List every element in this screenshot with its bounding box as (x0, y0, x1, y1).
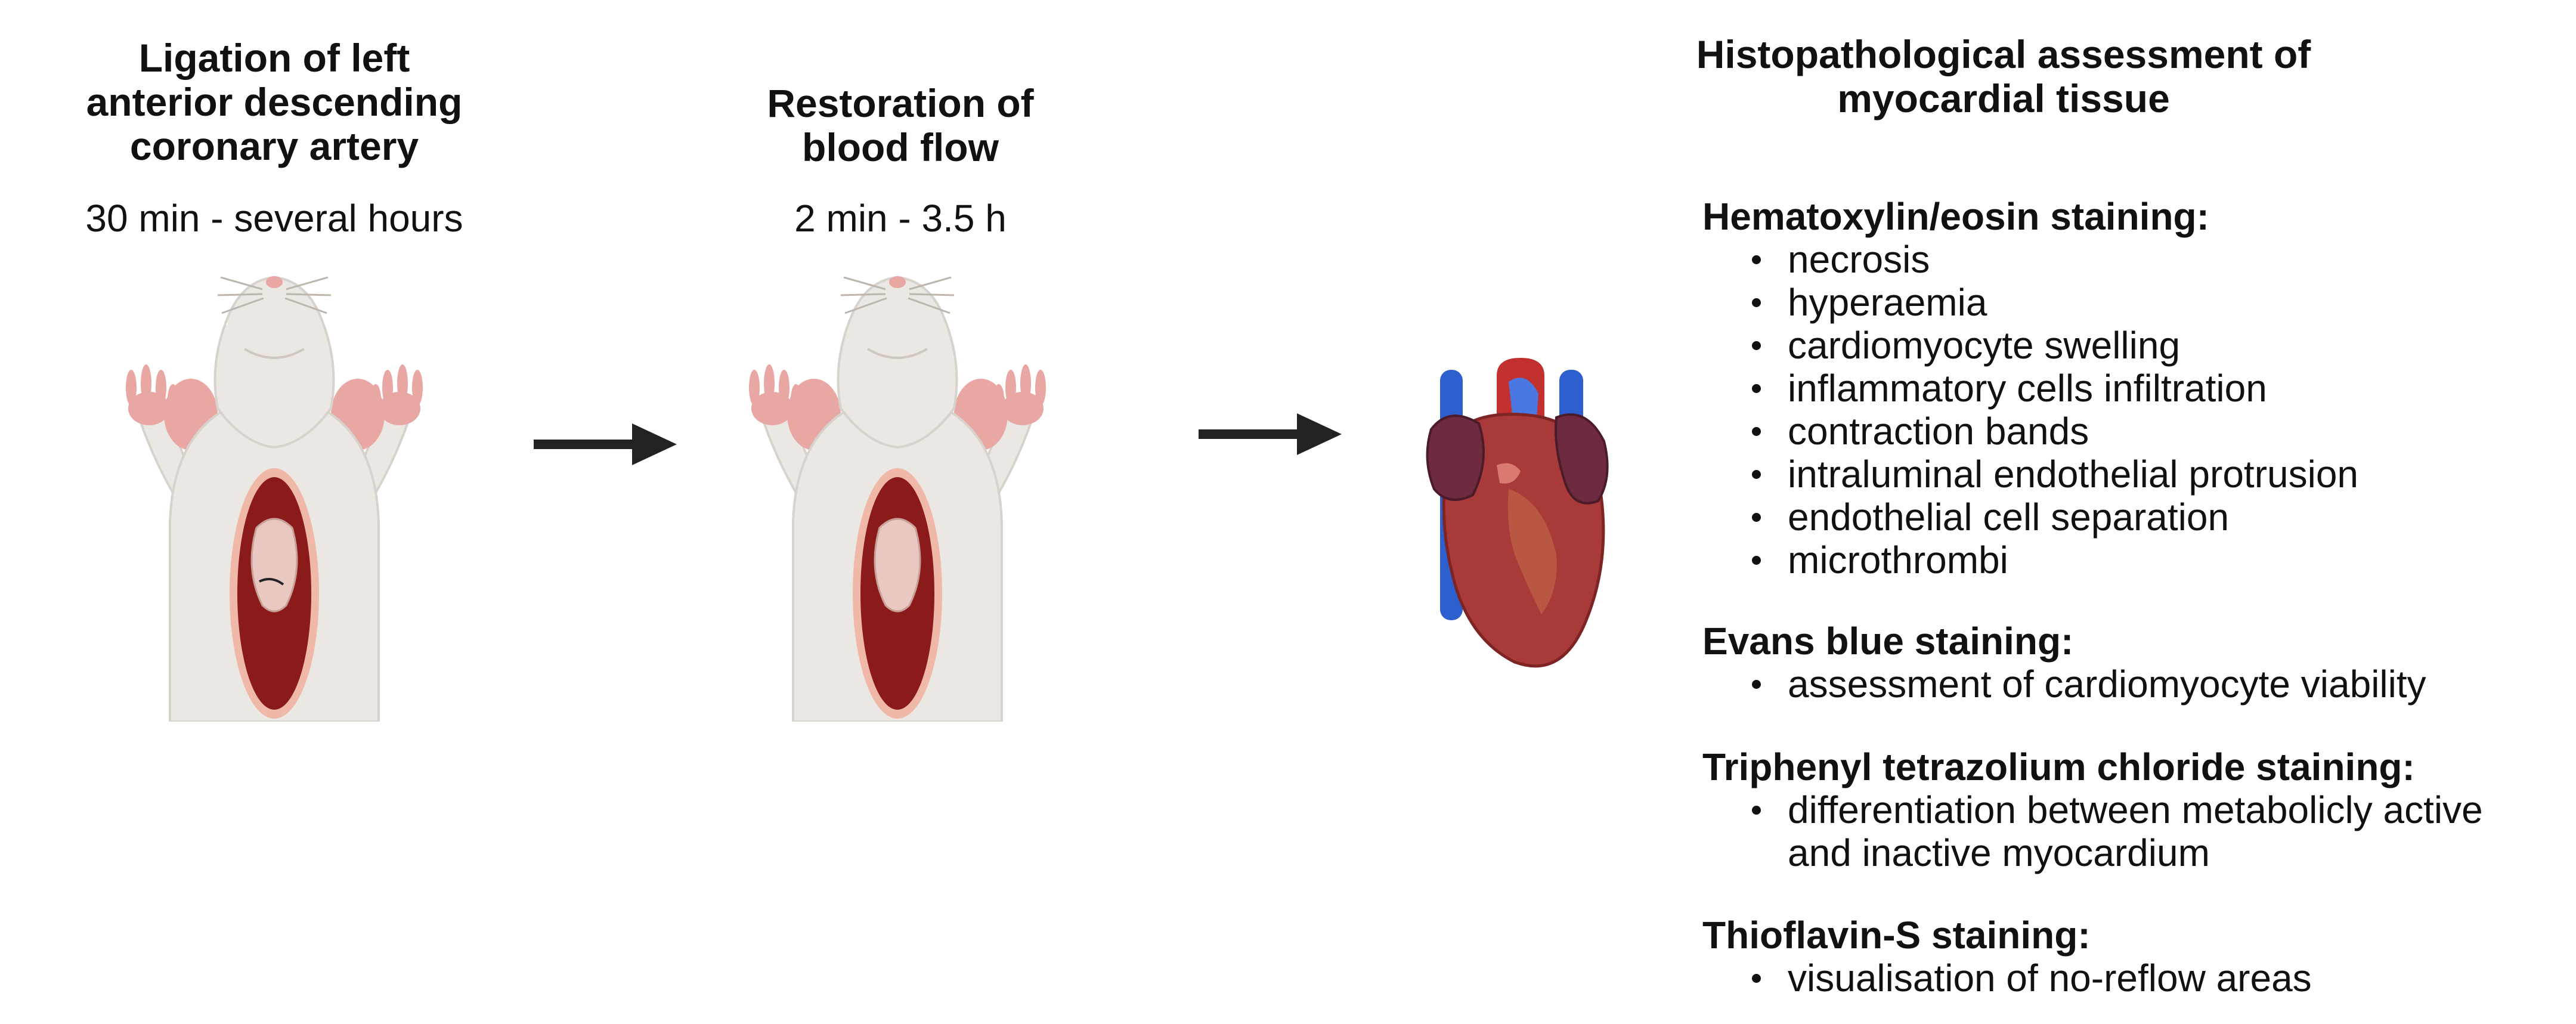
finding-list: differentiation between metabolicly acti… (1702, 788, 2561, 874)
rat-ligation-illustration (126, 276, 423, 722)
section-title: Thioflavin-S staining: (1702, 914, 2091, 957)
step2-title-line: blood flow (802, 125, 999, 169)
list-item: hyperaemia (1702, 281, 2561, 324)
assessment-title-line: myocardial tissue (1837, 76, 2170, 120)
heart-illustration (1426, 358, 1609, 668)
step1-duration: 30 min - several hours (85, 197, 463, 240)
list-item: necrosis (1702, 238, 2561, 281)
list-item: visualisation of no-reflow areas (1702, 957, 2561, 1000)
step1-title-line: anterior descending (86, 80, 463, 124)
finding-list: necrosis hyperaemia cardiomyocyte swelli… (1702, 238, 2561, 581)
list-item: endothelial cell separation (1702, 496, 2561, 539)
assessment-title-line: Histopathological assessment of (1696, 32, 2311, 76)
step1-title-line: Ligation of left (138, 36, 410, 80)
step1-title: Ligation of left anterior descending cor… (24, 36, 525, 168)
assessment-title: Histopathological assessment of myocardi… (1562, 32, 2445, 120)
list-item: assessment of cardiomyocyte viability (1702, 663, 2561, 706)
staining-section-thioflavin-s: Thioflavin-S staining: visualisation of … (1702, 914, 2561, 1000)
right-arrow-icon (534, 423, 677, 465)
staining-section-hematoxylin-eosin: Hematoxylin/eosin staining: necrosis hyp… (1702, 195, 2561, 581)
step1-title-line: coronary artery (129, 124, 419, 168)
section-title: Evans blue staining: (1702, 620, 2074, 663)
list-item: microthrombi (1702, 539, 2561, 581)
list-item: intraluminal endothelial protrusion (1702, 453, 2561, 496)
step2-duration: 2 min - 3.5 h (794, 197, 1007, 240)
list-item: cardiomyocyte swelling (1702, 324, 2561, 367)
finding-list: assessment of cardiomyocyte viability (1702, 663, 2561, 706)
list-item: inflammatory cells infiltration (1702, 367, 2561, 410)
thoracic-incision (853, 468, 942, 719)
right-arrow-icon (1199, 413, 1342, 455)
step2-title-line: Restoration of (767, 81, 1034, 125)
thoracic-incision (230, 468, 319, 719)
section-title: Hematoxylin/eosin staining: (1702, 195, 2209, 238)
rat-reperfusion-illustration (749, 276, 1046, 722)
step2-title: Restoration of blood flow (656, 81, 1145, 169)
finding-list: visualisation of no-reflow areas (1702, 957, 2561, 1000)
list-item: contraction bands (1702, 410, 2561, 453)
staining-section-ttc: Triphenyl tetrazolium chloride staining:… (1702, 745, 2561, 874)
list-item: differentiation between metabolicly acti… (1702, 788, 2557, 874)
staining-section-evans-blue: Evans blue staining: assessment of cardi… (1702, 620, 2561, 706)
section-title: Triphenyl tetrazolium chloride staining: (1702, 745, 2415, 788)
